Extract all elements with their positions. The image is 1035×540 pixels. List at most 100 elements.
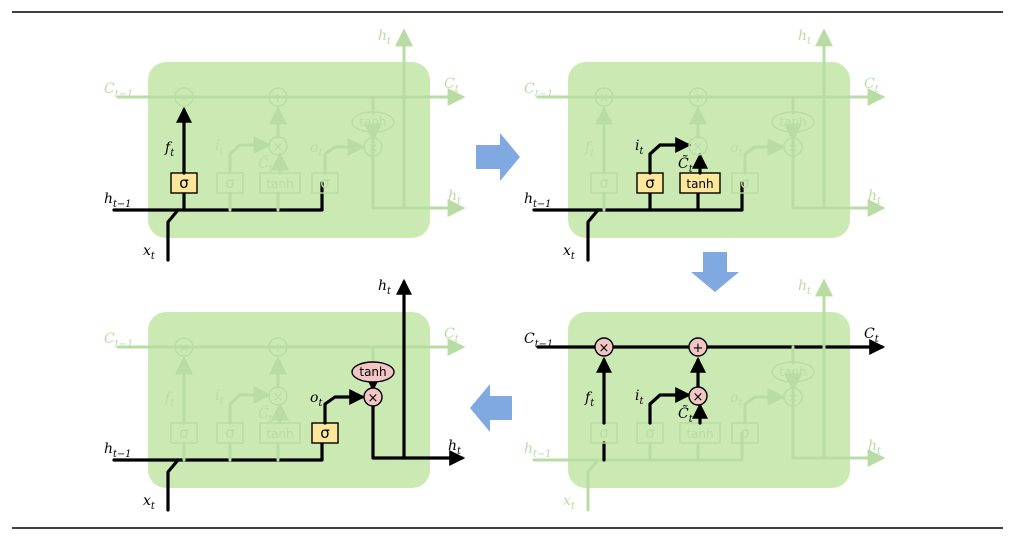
input-output-line xyxy=(228,386,272,425)
h-prev-label: ht−1 xyxy=(104,191,131,210)
x-in-label: xt xyxy=(563,493,575,512)
x-input-line xyxy=(166,208,180,262)
output-multiply-op xyxy=(783,387,803,407)
h-top-label: ht xyxy=(798,28,811,47)
cell-add-op xyxy=(268,87,288,107)
output-multiply-op-label: × xyxy=(788,391,799,406)
o-gate-label: ot xyxy=(730,140,742,159)
sigma-forget-gate-label: σ xyxy=(599,424,609,442)
input-multiply-op xyxy=(268,136,288,156)
i-gate-label: it xyxy=(215,138,223,157)
output-multiply-op xyxy=(363,387,383,407)
c-tilde-label: C̃t xyxy=(258,404,273,425)
h-top-label: ht xyxy=(378,278,391,297)
output-multiply-op xyxy=(783,137,803,157)
c-tilde-label: C̃t xyxy=(258,154,273,175)
f-gate-label: ft xyxy=(164,140,174,159)
f-gate-label: ft xyxy=(164,390,174,409)
sigma-forget-gate-label: σ xyxy=(599,174,609,192)
tanh-candidate-gate-label: tanh xyxy=(266,427,293,441)
cell-add-op xyxy=(688,337,708,357)
tanh-output-op xyxy=(351,111,395,133)
output-multiply-op xyxy=(363,137,383,157)
sigma-input-gate-label: σ xyxy=(225,174,235,192)
c-next-label: Ct xyxy=(864,326,879,345)
forget-multiply-op-label: × xyxy=(599,341,610,356)
input-multiply-op xyxy=(688,386,708,406)
tanh-output-op-label: tanh xyxy=(779,115,806,129)
o-gate-label: ot xyxy=(310,390,322,409)
sigma-output-gate-label: σ xyxy=(320,424,330,442)
output-gate-line xyxy=(323,389,366,425)
sigma-output-gate-label: σ xyxy=(740,424,750,442)
flow-arrow-down xyxy=(691,252,739,292)
cell-body xyxy=(568,62,850,238)
forget-multiply-op xyxy=(594,337,614,357)
c-next-label: Ct xyxy=(864,76,879,95)
c-prev-label: Ct−1 xyxy=(104,331,133,350)
sigma-input-gate-label: σ xyxy=(645,174,655,192)
c-prev-label: Ct−1 xyxy=(524,81,553,100)
output-gate-line xyxy=(743,388,786,425)
forget-multiply-op xyxy=(594,87,614,107)
forget-multiply-op-label: × xyxy=(599,91,610,106)
cell-add-op-label: + xyxy=(273,91,284,106)
forget-multiply-op-label: × xyxy=(179,91,190,106)
c-prev-label: Ct−1 xyxy=(104,81,133,100)
c-next-label: Ct xyxy=(444,76,459,95)
cell-body xyxy=(148,312,430,488)
sigma-input-gate-label: σ xyxy=(645,424,655,442)
input-multiply-op xyxy=(268,386,288,406)
h-next-label: ht xyxy=(448,438,461,457)
h-top-label: ht xyxy=(798,278,811,297)
c-prev-label: Ct−1 xyxy=(524,331,553,350)
o-gate-label: ot xyxy=(310,140,322,159)
tanh-candidate-gate-label: tanh xyxy=(686,427,713,441)
tanh-candidate-gate-label: tanh xyxy=(266,177,293,191)
c-next-label: Ct xyxy=(444,326,459,345)
forget-multiply-op xyxy=(174,337,194,357)
h-next-label: ht xyxy=(448,188,461,207)
x-input-line xyxy=(586,458,600,512)
tanh-candidate-gate-label: tanh xyxy=(686,177,713,191)
i-gate-label: it xyxy=(215,388,223,407)
cell-add-op xyxy=(268,337,288,357)
x-in-label: xt xyxy=(563,243,575,262)
forget-multiply-op xyxy=(174,87,194,107)
h-top-label: ht xyxy=(378,28,391,47)
cell-add-op xyxy=(688,87,708,107)
input-multiply-op xyxy=(688,136,708,156)
output-multiply-op-label: × xyxy=(368,141,379,156)
x-in-label: xt xyxy=(143,243,155,262)
cell-add-op-label: + xyxy=(273,341,284,356)
o-gate-label: ot xyxy=(730,390,742,409)
input-output-line xyxy=(648,387,692,425)
x-input-line xyxy=(166,458,180,512)
tanh-output-op xyxy=(771,361,815,383)
tanh-output-op xyxy=(771,111,815,133)
h-next-label: ht xyxy=(868,438,881,457)
output-gate-line xyxy=(743,138,786,175)
output-multiply-op-label: × xyxy=(368,391,379,406)
sigma-forget-gate-label: σ xyxy=(179,424,189,442)
input-multiply-op-label: × xyxy=(693,390,704,405)
input-output-line xyxy=(228,136,272,175)
flow-arrow-left xyxy=(470,384,512,432)
h-prev-label: ht−1 xyxy=(104,441,131,460)
f-gate-label: ft xyxy=(584,140,594,159)
input-multiply-op-label: × xyxy=(693,140,704,155)
output-gate-line xyxy=(323,138,366,175)
input-output-line xyxy=(648,137,692,175)
sigma-output-gate-label: σ xyxy=(320,174,330,192)
x-in-label: xt xyxy=(143,493,155,512)
sigma-output-gate-label: σ xyxy=(740,174,750,192)
sigma-input-gate-label: σ xyxy=(225,424,235,442)
f-gate-label: ft xyxy=(584,390,594,409)
input-multiply-op-label: × xyxy=(273,390,284,405)
input-multiply-op-label: × xyxy=(273,140,284,155)
